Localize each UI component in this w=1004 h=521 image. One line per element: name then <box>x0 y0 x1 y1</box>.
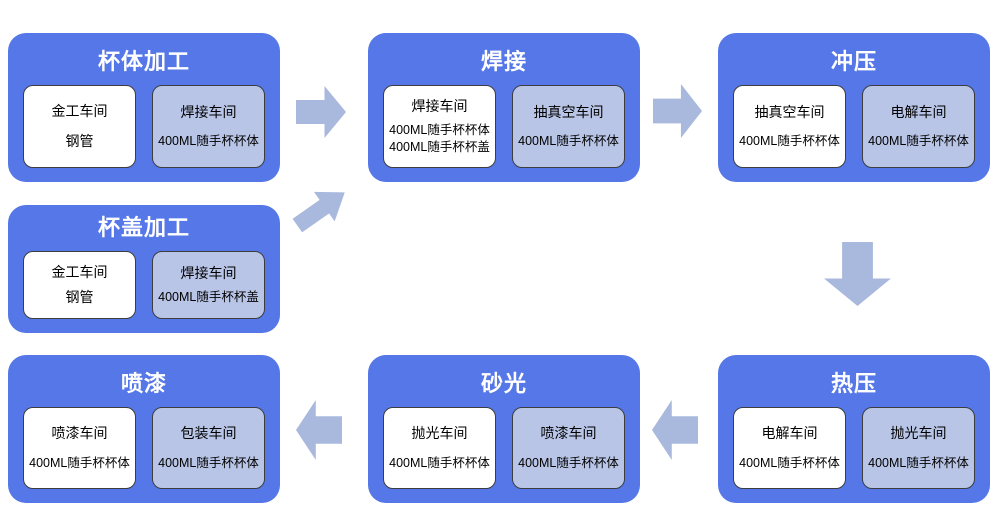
workshop-row: 电解车间 400ML随手杯杯体 抛光车间 400ML随手杯杯体 <box>718 398 990 503</box>
workshop-row: 抽真空车间 400ML随手杯杯体 电解车间 400ML随手杯杯体 <box>718 76 990 182</box>
workshop-name: 喷漆车间 <box>540 425 597 442</box>
workshop-name: 包装车间 <box>180 425 237 442</box>
process-node-sanding: 砂光 抛光车间 400ML随手杯杯体 喷漆车间 400ML随手杯杯体 <box>368 355 640 503</box>
workshop-item: 400ML随手杯杯体 <box>518 455 619 470</box>
workshop-row: 抛光车间 400ML随手杯杯体 喷漆车间 400ML随手杯杯体 <box>368 398 640 503</box>
workshop-item: 400ML随手杯杯体 <box>158 455 259 470</box>
process-node-stamping: 冲压 抽真空车间 400ML随手杯杯体 电解车间 400ML随手杯杯体 <box>718 33 990 182</box>
workshop-card-output: 焊接车间 400ML随手杯杯体 <box>152 85 265 168</box>
workshop-item: 钢管 <box>65 288 94 305</box>
process-title: 杯盖加工 <box>97 215 190 240</box>
workshop-name: 抛光车间 <box>411 425 468 442</box>
workshop-name: 抛光车间 <box>890 425 947 442</box>
workshop-item: 400ML随手杯杯体 <box>29 455 130 470</box>
workshop-name: 电解车间 <box>890 103 947 120</box>
workshop-item: 400ML随手杯杯体 <box>739 455 840 470</box>
arrow-left-icon <box>652 400 698 460</box>
workshop-items: 400ML随手杯杯体 400ML随手杯杯盖 <box>389 122 490 155</box>
workshop-item: 400ML随手杯杯体 <box>389 123 490 138</box>
workshop-row: 金工车间 钢管 焊接车间 400ML随手杯杯体 <box>8 76 280 182</box>
workshop-name: 金工车间 <box>51 263 108 280</box>
arrow-left-icon <box>296 400 342 460</box>
process-node-cup-lid: 杯盖加工 金工车间 钢管 焊接车间 400ML随手杯杯盖 <box>8 205 280 333</box>
workshop-row: 焊接车间 400ML随手杯杯体 400ML随手杯杯盖 抽真空车间 400ML随手… <box>368 76 640 182</box>
workshop-name: 焊接车间 <box>180 103 237 120</box>
workshop-item: 400ML随手杯杯盖 <box>389 139 490 154</box>
workshop-card-output: 抽真空车间 400ML随手杯杯体 <box>512 85 625 168</box>
workshop-items: 钢管 <box>66 132 94 150</box>
workshop-name: 电解车间 <box>761 425 818 442</box>
workshop-items: 400ML随手杯杯盖 <box>158 289 259 305</box>
workshop-card-input: 金工车间 钢管 <box>23 85 136 168</box>
workshop-card-output: 包装车间 400ML随手杯杯体 <box>152 407 265 489</box>
process-node-cup-body: 杯体加工 金工车间 钢管 焊接车间 400ML随手杯杯体 <box>8 33 280 182</box>
arrow-right-icon <box>296 86 346 138</box>
workshop-item: 400ML随手杯杯体 <box>158 134 259 149</box>
process-title: 冲压 <box>830 49 877 74</box>
workshop-name: 喷漆车间 <box>51 425 108 442</box>
process-node-painting: 喷漆 喷漆车间 400ML随手杯杯体 包装车间 400ML随手杯杯体 <box>8 355 280 503</box>
workshop-items: 400ML随手杯杯体 <box>29 455 130 471</box>
workshop-item: 400ML随手杯杯体 <box>389 455 490 470</box>
workshop-items: 400ML随手杯杯体 <box>158 455 259 471</box>
workshop-items: 400ML随手杯杯体 <box>739 455 840 471</box>
workshop-items: 400ML随手杯杯体 <box>389 455 490 471</box>
workshop-item: 钢管 <box>65 132 94 149</box>
workshop-item: 400ML随手杯杯体 <box>518 134 619 149</box>
workshop-card-input: 喷漆车间 400ML随手杯杯体 <box>23 407 136 489</box>
arrow-up-right-icon <box>287 178 355 241</box>
process-title: 砂光 <box>480 371 527 396</box>
process-title: 杯体加工 <box>97 49 190 74</box>
workshop-name: 抽真空车间 <box>533 103 604 120</box>
workshop-card-input: 焊接车间 400ML随手杯杯体 400ML随手杯杯盖 <box>383 85 496 168</box>
workshop-card-input: 金工车间 钢管 <box>23 251 136 319</box>
workshop-items: 400ML随手杯杯体 <box>739 133 840 149</box>
workshop-item: 400ML随手杯杯盖 <box>158 290 259 305</box>
workshop-name: 金工车间 <box>51 102 108 119</box>
workshop-name: 抽真空车间 <box>754 103 825 120</box>
workshop-item: 400ML随手杯杯体 <box>868 134 969 149</box>
workshop-card-output: 焊接车间 400ML随手杯杯盖 <box>152 251 265 319</box>
workshop-card-input: 电解车间 400ML随手杯杯体 <box>733 407 846 489</box>
workshop-items: 400ML随手杯杯体 <box>518 133 619 149</box>
workshop-items: 400ML随手杯杯体 <box>868 455 969 471</box>
workshop-row: 喷漆车间 400ML随手杯杯体 包装车间 400ML随手杯杯体 <box>8 398 280 503</box>
workshop-item: 400ML随手杯杯体 <box>868 455 969 470</box>
workshop-name: 焊接车间 <box>411 98 468 115</box>
arrow-down-icon <box>824 242 891 306</box>
workshop-items: 400ML随手杯杯体 <box>518 455 619 471</box>
process-title: 焊接 <box>480 49 527 74</box>
workshop-name: 焊接车间 <box>180 264 237 281</box>
workshop-card-output: 抛光车间 400ML随手杯杯体 <box>862 407 975 489</box>
workshop-items: 钢管 <box>66 288 94 306</box>
process-node-welding: 焊接 焊接车间 400ML随手杯杯体 400ML随手杯杯盖 抽真空车间 400M… <box>368 33 640 182</box>
process-title: 热压 <box>830 371 877 396</box>
arrow-right-icon <box>653 84 702 138</box>
workshop-card-output: 喷漆车间 400ML随手杯杯体 <box>512 407 625 489</box>
workshop-item: 400ML随手杯杯体 <box>739 134 840 149</box>
process-node-hot-pressing: 热压 电解车间 400ML随手杯杯体 抛光车间 400ML随手杯杯体 <box>718 355 990 503</box>
workshop-card-input: 抽真空车间 400ML随手杯杯体 <box>733 85 846 168</box>
workshop-card-input: 抛光车间 400ML随手杯杯体 <box>383 407 496 489</box>
workshop-card-output: 电解车间 400ML随手杯杯体 <box>862 85 975 168</box>
workshop-row: 金工车间 钢管 焊接车间 400ML随手杯杯盖 <box>8 242 280 333</box>
process-title: 喷漆 <box>120 371 167 396</box>
workshop-items: 400ML随手杯杯体 <box>868 133 969 149</box>
workshop-items: 400ML随手杯杯体 <box>158 133 259 149</box>
